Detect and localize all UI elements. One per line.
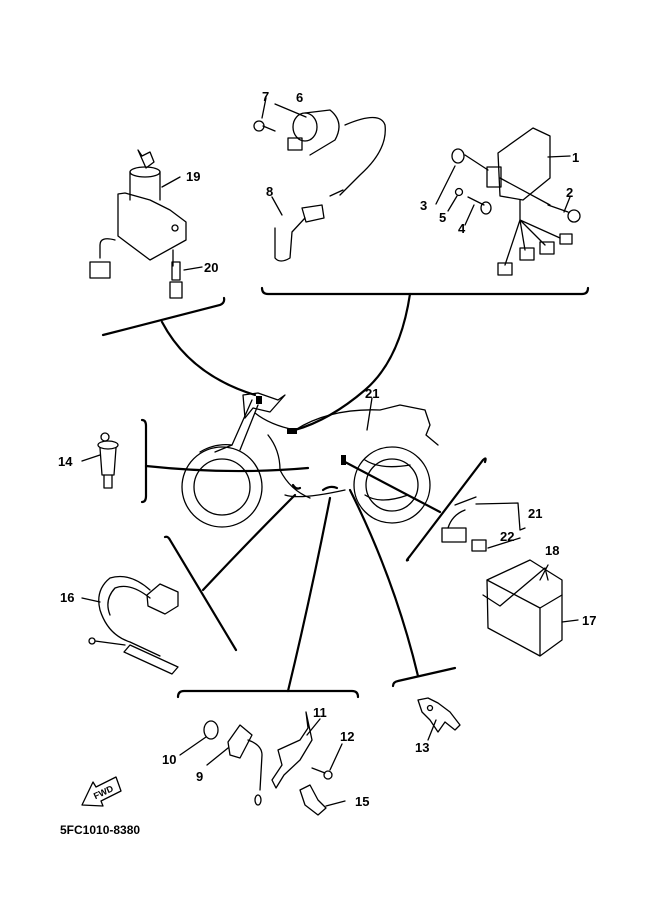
callout-6: 6 bbox=[296, 90, 303, 105]
o-ring-10-part bbox=[203, 720, 219, 740]
harness-marker-switch bbox=[256, 396, 262, 404]
bracket-3-part bbox=[451, 148, 489, 171]
screw-12-part bbox=[311, 767, 333, 780]
callout-12: 12 bbox=[340, 729, 354, 744]
spark-plug-cap-8-part bbox=[274, 204, 325, 262]
group-bracket-main-switch bbox=[101, 296, 257, 397]
callout-15: 15 bbox=[355, 794, 369, 809]
group-bracket-13 bbox=[348, 488, 457, 688]
callout-1: 1 bbox=[572, 150, 579, 165]
callout-21-fuse-harness: 21 bbox=[528, 506, 542, 521]
leader-lines bbox=[81, 97, 579, 807]
spark-plug-part bbox=[97, 432, 119, 489]
bolt-7-part bbox=[253, 120, 276, 132]
main-switch-part bbox=[89, 149, 187, 279]
harness-marker-ignition bbox=[287, 428, 297, 434]
group-bracket-lead bbox=[163, 493, 297, 652]
group-bracket-battery bbox=[343, 457, 487, 562]
callout-11: 11 bbox=[313, 705, 327, 720]
group-bracket-spark-plug bbox=[140, 418, 310, 504]
motorcycle-outline bbox=[181, 392, 439, 528]
lead-part bbox=[88, 575, 179, 675]
callout-16: 16 bbox=[60, 590, 74, 605]
callout-3: 3 bbox=[420, 198, 427, 213]
harness-marker-battery bbox=[341, 455, 346, 465]
callout-17: 17 bbox=[582, 613, 596, 628]
callout-20: 20 bbox=[204, 260, 218, 275]
callout-14: 14 bbox=[58, 454, 73, 469]
fwd-direction-arrow: FWD bbox=[81, 776, 122, 807]
holder-11-part bbox=[271, 711, 313, 789]
washer-5-part bbox=[454, 187, 464, 197]
group-bracket-top bbox=[260, 286, 590, 432]
fuse-holder-part bbox=[441, 496, 487, 552]
callout-21-harness: 21 bbox=[365, 386, 379, 401]
group-bracket-neutral bbox=[176, 496, 360, 699]
neutral-switch-9-part bbox=[227, 724, 263, 806]
callout-7: 7 bbox=[262, 89, 269, 104]
callout-13: 13 bbox=[415, 740, 429, 755]
bracket-13-part bbox=[417, 697, 461, 733]
diagram-code: 5FC1010-8380 bbox=[60, 823, 140, 837]
callout-18: 18 bbox=[545, 543, 559, 558]
bolt-20-part bbox=[169, 261, 183, 299]
callout-9: 9 bbox=[196, 769, 203, 784]
callout-8: 8 bbox=[266, 184, 273, 199]
callout-labels: 1 2 3 4 5 6 7 8 9 10 11 12 13 14 15 16 1… bbox=[58, 89, 596, 837]
callout-2: 2 bbox=[566, 185, 573, 200]
clamp-15-part bbox=[299, 784, 327, 816]
callout-4: 4 bbox=[458, 221, 466, 236]
callout-19: 19 bbox=[186, 169, 200, 184]
battery-part bbox=[482, 559, 563, 657]
callout-10: 10 bbox=[162, 752, 176, 767]
callout-22: 22 bbox=[500, 529, 514, 544]
cdi-unit-part bbox=[486, 127, 573, 276]
callout-5: 5 bbox=[439, 210, 446, 225]
ignition-coil-part bbox=[287, 109, 386, 197]
bolt-4-part bbox=[467, 196, 492, 215]
